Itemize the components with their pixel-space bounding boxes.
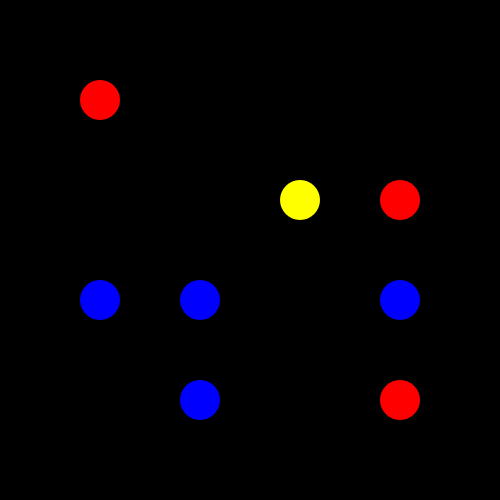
red-piece[interactable] <box>380 180 420 220</box>
blue-piece[interactable] <box>180 380 220 420</box>
red-piece[interactable] <box>80 80 120 120</box>
red-piece[interactable] <box>380 380 420 420</box>
blue-piece[interactable] <box>380 280 420 320</box>
blue-piece[interactable] <box>80 280 120 320</box>
blue-piece[interactable] <box>180 280 220 320</box>
yellow-piece[interactable] <box>280 180 320 220</box>
